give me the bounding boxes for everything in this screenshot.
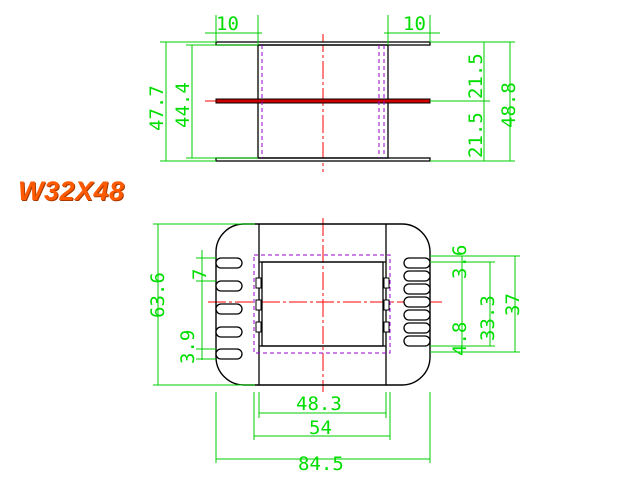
- top-center-plate: [215, 98, 431, 104]
- dim-height-inner: 44.4: [172, 82, 194, 128]
- dim-width-total: 48.8: [498, 82, 520, 128]
- dim-right-lower: 4.8: [449, 322, 471, 356]
- dim-height-total: 63.6: [147, 272, 169, 318]
- left-slot-group: [215, 257, 243, 360]
- dim-inner-width: 48.3: [296, 393, 342, 415]
- top-view: 10 10 47.7 44.4 21.5 21.5 48.8: [146, 13, 520, 172]
- front-hidden-outline: [253, 254, 391, 354]
- model-label: W32X48: [18, 176, 125, 206]
- right-slot-group: [403, 257, 431, 347]
- dim-core-width: 54: [309, 417, 332, 439]
- dim-half-upper: 21.5: [465, 53, 487, 99]
- dim-lead-right: 10: [403, 13, 426, 35]
- front-view: 63.6 7 3.9 3.6 33.3 37 4.8 48.3 54 84.5: [147, 218, 524, 475]
- dim-right-outer: 37: [502, 293, 524, 316]
- dim-slot-pitch: 7: [189, 269, 211, 280]
- dim-right-inner: 33.3: [477, 295, 499, 341]
- dim-slot-bottom: 3.9: [177, 330, 199, 364]
- dim-height-outer: 47.7: [146, 85, 168, 131]
- dim-total-width: 84.5: [298, 453, 344, 475]
- dim-half-lower: 21.5: [465, 112, 487, 158]
- dim-lead-left: 10: [216, 13, 239, 35]
- dim-right-slot: 3.6: [449, 245, 471, 279]
